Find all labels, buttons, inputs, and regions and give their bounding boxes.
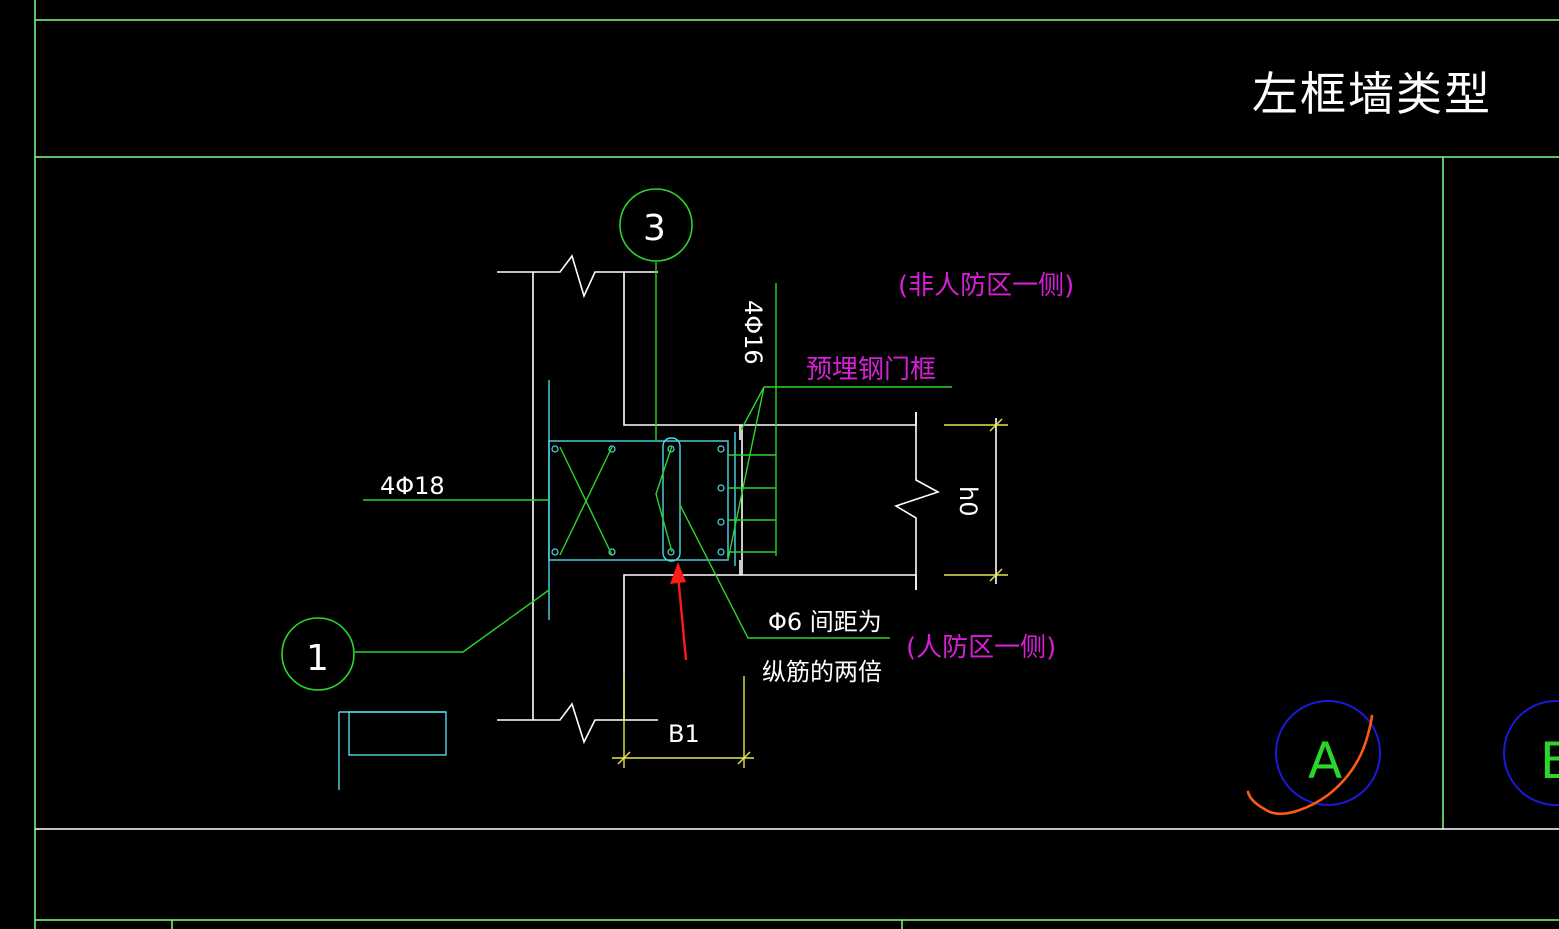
red-arrow-head [670, 562, 686, 584]
rebar-dot [608, 445, 616, 453]
rebar-cross-2 [559, 446, 613, 556]
grid-bubble-b [1503, 700, 1559, 806]
rebar-dot [667, 445, 675, 453]
column-bottom-break-line [497, 702, 658, 745]
leader-bubble1 [355, 589, 550, 653]
column-rebar-cage [548, 440, 729, 561]
dim-h0-tick-bottom [989, 568, 1003, 582]
label-stirrup-note-line1: Φ6 间距为 [768, 608, 882, 636]
wall-break-line [894, 412, 940, 590]
bubble1-tag-box [348, 711, 447, 756]
orange-hand-annotation [1246, 714, 1374, 816]
green-elements [355, 262, 952, 653]
grid-bubble-3 [619, 188, 693, 262]
label-4phi16: 4Φ16 [739, 300, 767, 365]
rebar-dot [717, 445, 725, 453]
grid-bubble-1-label: 1 [306, 638, 329, 679]
red-arrow-shaft [676, 574, 688, 661]
rebar-dot [551, 445, 559, 453]
wall-top-edge [740, 412, 917, 426]
label-4phi18: 4Φ18 [380, 472, 445, 500]
grid-bubble-3-label: 3 [643, 208, 666, 249]
rebar-dot [717, 518, 725, 526]
grid-bubble-b-label: B [1540, 732, 1559, 790]
column-lower-notch [623, 560, 741, 720]
label-dim-h0: h0 [954, 486, 982, 516]
leader-embedded-frame-fan [727, 386, 765, 561]
column-upper-notch [623, 272, 741, 440]
stirrup-zigzag [655, 445, 673, 553]
rebar-dots [551, 445, 725, 556]
rebar-dot [717, 484, 725, 492]
leader-stirrup-note [679, 504, 890, 639]
grid-bubble-a [1275, 700, 1381, 806]
dim-h0-tick-top [989, 418, 1003, 432]
dim-b1-tick-right [737, 751, 751, 765]
rebar-dot [717, 548, 725, 556]
dimension-lines [612, 418, 1008, 768]
wall-bottom-edge [740, 574, 917, 590]
stirrup-loop [662, 437, 681, 562]
drawing-title: 左框墙类型 [1252, 67, 1492, 121]
label-non-civil-side: (非人防区一侧) [898, 271, 1074, 301]
label-civil-side: (人防区一侧) [906, 633, 1056, 663]
grid-bubble-a-label: A [1308, 732, 1342, 790]
label-embedded-frame: 预埋钢门框 [806, 355, 936, 385]
rebar-dot [551, 548, 559, 556]
column-top-break-line [497, 254, 658, 299]
red-arrow-annotation [670, 562, 688, 661]
grid-bubble-1 [281, 617, 355, 691]
drawing-frame [34, 0, 1559, 929]
dim-b1-tick-left [617, 751, 631, 765]
label-stirrup-note-line2: 纵筋的两倍 [762, 658, 882, 686]
label-dim-b1: B1 [668, 720, 700, 748]
